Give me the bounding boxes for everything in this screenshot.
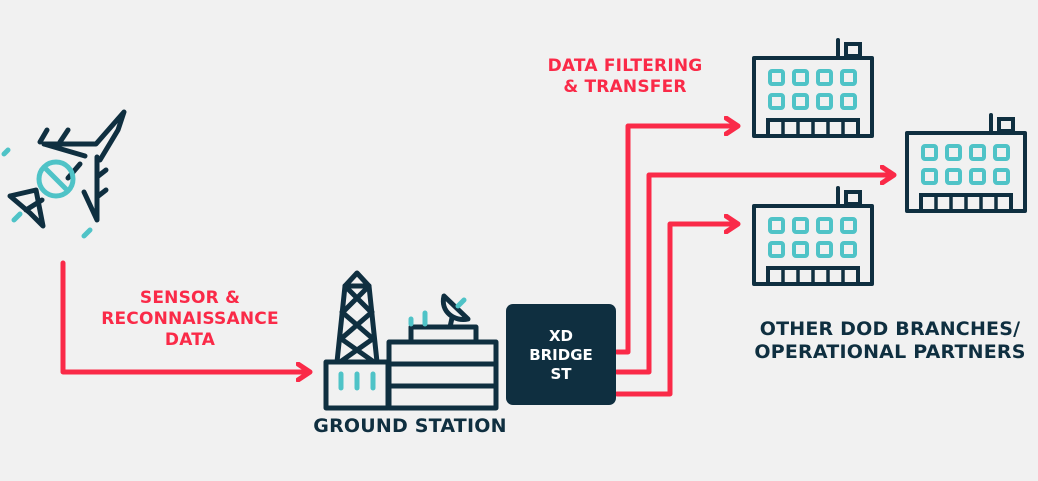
jet-aircraft-icon bbox=[1, 109, 127, 239]
sensor-data-label: SENSOR & RECONNAISSANCE DATA bbox=[101, 288, 279, 350]
ground-station-label: GROUND STATION bbox=[313, 415, 507, 437]
xd-bridge-label: XD BRIDGE ST bbox=[529, 327, 593, 383]
transfer-arrow-1 bbox=[614, 126, 736, 355]
building-icon-2 bbox=[905, 113, 1027, 213]
xd-bridge-box bbox=[506, 304, 616, 405]
partners-label: OTHER DOD BRANCHES/ OPERATIONAL PARTNERS bbox=[754, 318, 1026, 363]
transfer-arrow-3 bbox=[614, 224, 736, 397]
data-filtering-label: DATA FILTERING & TRANSFER bbox=[547, 56, 703, 97]
flow-arrows bbox=[60, 126, 892, 397]
sensor-data-arrow bbox=[60, 260, 308, 372]
ground-station-icon bbox=[323, 270, 499, 411]
building-icon-3 bbox=[752, 186, 874, 286]
building-icon-1 bbox=[752, 38, 874, 138]
transfer-arrow-2 bbox=[614, 175, 892, 375]
